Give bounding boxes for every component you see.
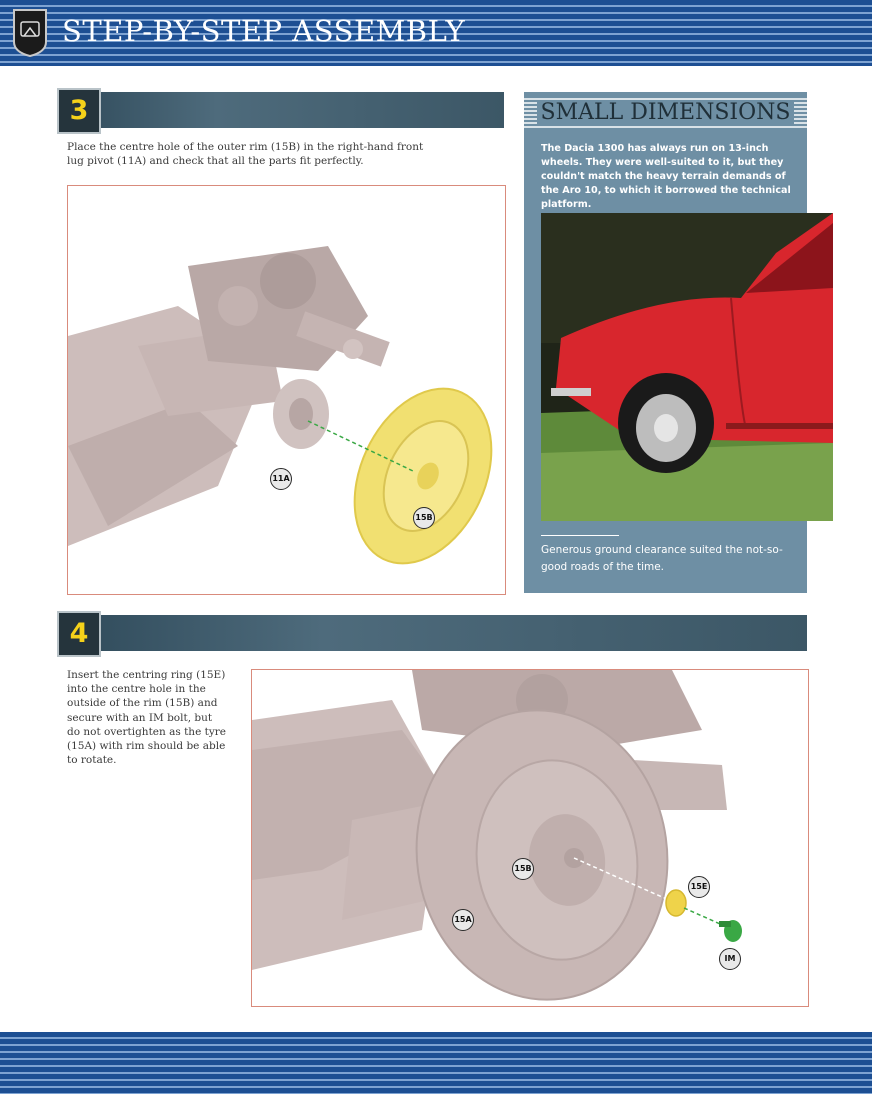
sidebar-body: The Dacia 1300 has always run on 13-inch… [541, 143, 791, 210]
photo-caption: Generous ground clearance suited the not… [541, 544, 783, 573]
callout-15E: 15E [688, 876, 710, 898]
callout-15B: 15B [413, 507, 435, 529]
step-4-number: 4 [57, 611, 101, 657]
callout-15B: 15B [512, 858, 534, 880]
step-4-diagram [252, 670, 742, 1001]
caption-divider [541, 535, 619, 536]
callout-15A: 15A [452, 909, 474, 931]
callout-IM: IM [719, 948, 741, 970]
shield-badge-icon [13, 9, 47, 58]
step-4-illustration: 15B 15E 15A IM [251, 669, 809, 1007]
step-3-diagram [68, 246, 493, 565]
header-band [0, 0, 872, 66]
car-photo [541, 213, 833, 521]
step-3-text: Place the centre hole of the outer rim (… [67, 141, 424, 168]
step-4-text: Insert the centring ring (15E) into the … [67, 669, 227, 767]
step-3-number: 3 [57, 88, 101, 134]
step-4-bar [62, 615, 807, 651]
footer-band [0, 1032, 872, 1094]
sidebar-title: SMALL DIMENSIONS [524, 98, 807, 128]
car-photo-image [541, 213, 833, 521]
step-3-bar [62, 92, 504, 128]
page-title: STEP-BY-STEP ASSEMBLY [62, 14, 466, 48]
sidebar-panel: SMALL DIMENSIONS The Dacia 1300 has alwa… [524, 92, 833, 593]
callout-11A: 11A [270, 468, 292, 490]
sidebar-title-text: SMALL DIMENSIONS [536, 100, 795, 125]
step-3-illustration: 11A 15B [67, 185, 506, 595]
